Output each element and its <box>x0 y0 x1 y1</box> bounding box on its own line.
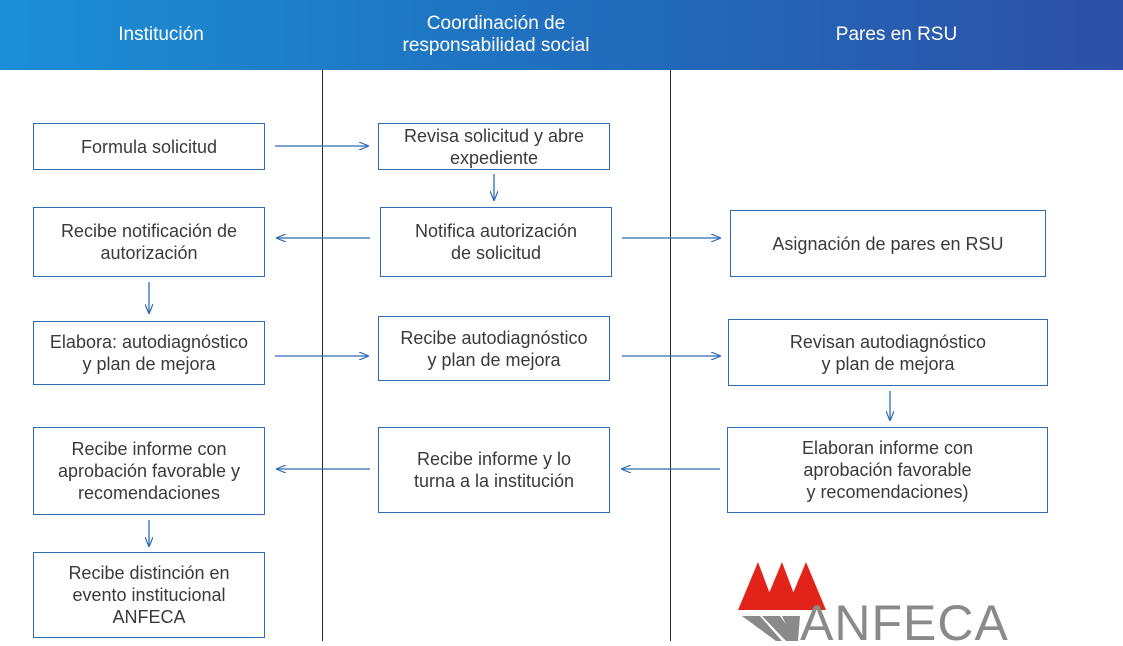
swimlane-header: Institución Coordinación de responsabili… <box>0 0 1123 70</box>
box-elaboran-informe: Elaboran informe con aprobación favorabl… <box>727 427 1048 513</box>
anfeca-logo: ANFECA <box>736 556 1116 646</box>
box-formula-solicitud: Formula solicitud <box>33 123 265 170</box>
lane-title-pares: Pares en RSU <box>835 24 958 45</box>
box-elabora-autodiagnostico: Elabora: autodiagnóstico y plan de mejor… <box>33 321 265 385</box>
box-recibe-informe-turna: Recibe informe y lo turna a la instituci… <box>378 427 610 513</box>
lane-title-institucion: Institución <box>118 24 204 45</box>
logo-red-peaks <box>738 562 826 610</box>
box-recibe-distincion: Recibe distinción en evento instituciona… <box>33 552 265 638</box>
box-recibe-informe-favorable: Recibe informe con aprobación favorable … <box>33 427 265 515</box>
box-revisan-autodiagnostico: Revisan autodiagnóstico y plan de mejora <box>728 319 1048 386</box>
box-recibe-notificacion: Recibe notificación de autorización <box>33 207 265 277</box>
logo-text: ANFECA <box>800 595 1009 641</box>
box-notifica-autorizacion: Notifica autorización de solicitud <box>380 207 612 277</box>
logo-gray-chevron <box>742 616 800 641</box>
lane-title-coordinacion: Coordinación de responsabilidad social <box>402 13 590 56</box>
box-asignacion-pares: Asignación de pares en RSU <box>730 210 1046 277</box>
box-revisa-solicitud: Revisa solicitud y abre expediente <box>378 123 610 170</box>
box-recibe-autodiagnostico: Recibe autodiagnóstico y plan de mejora <box>378 316 610 381</box>
